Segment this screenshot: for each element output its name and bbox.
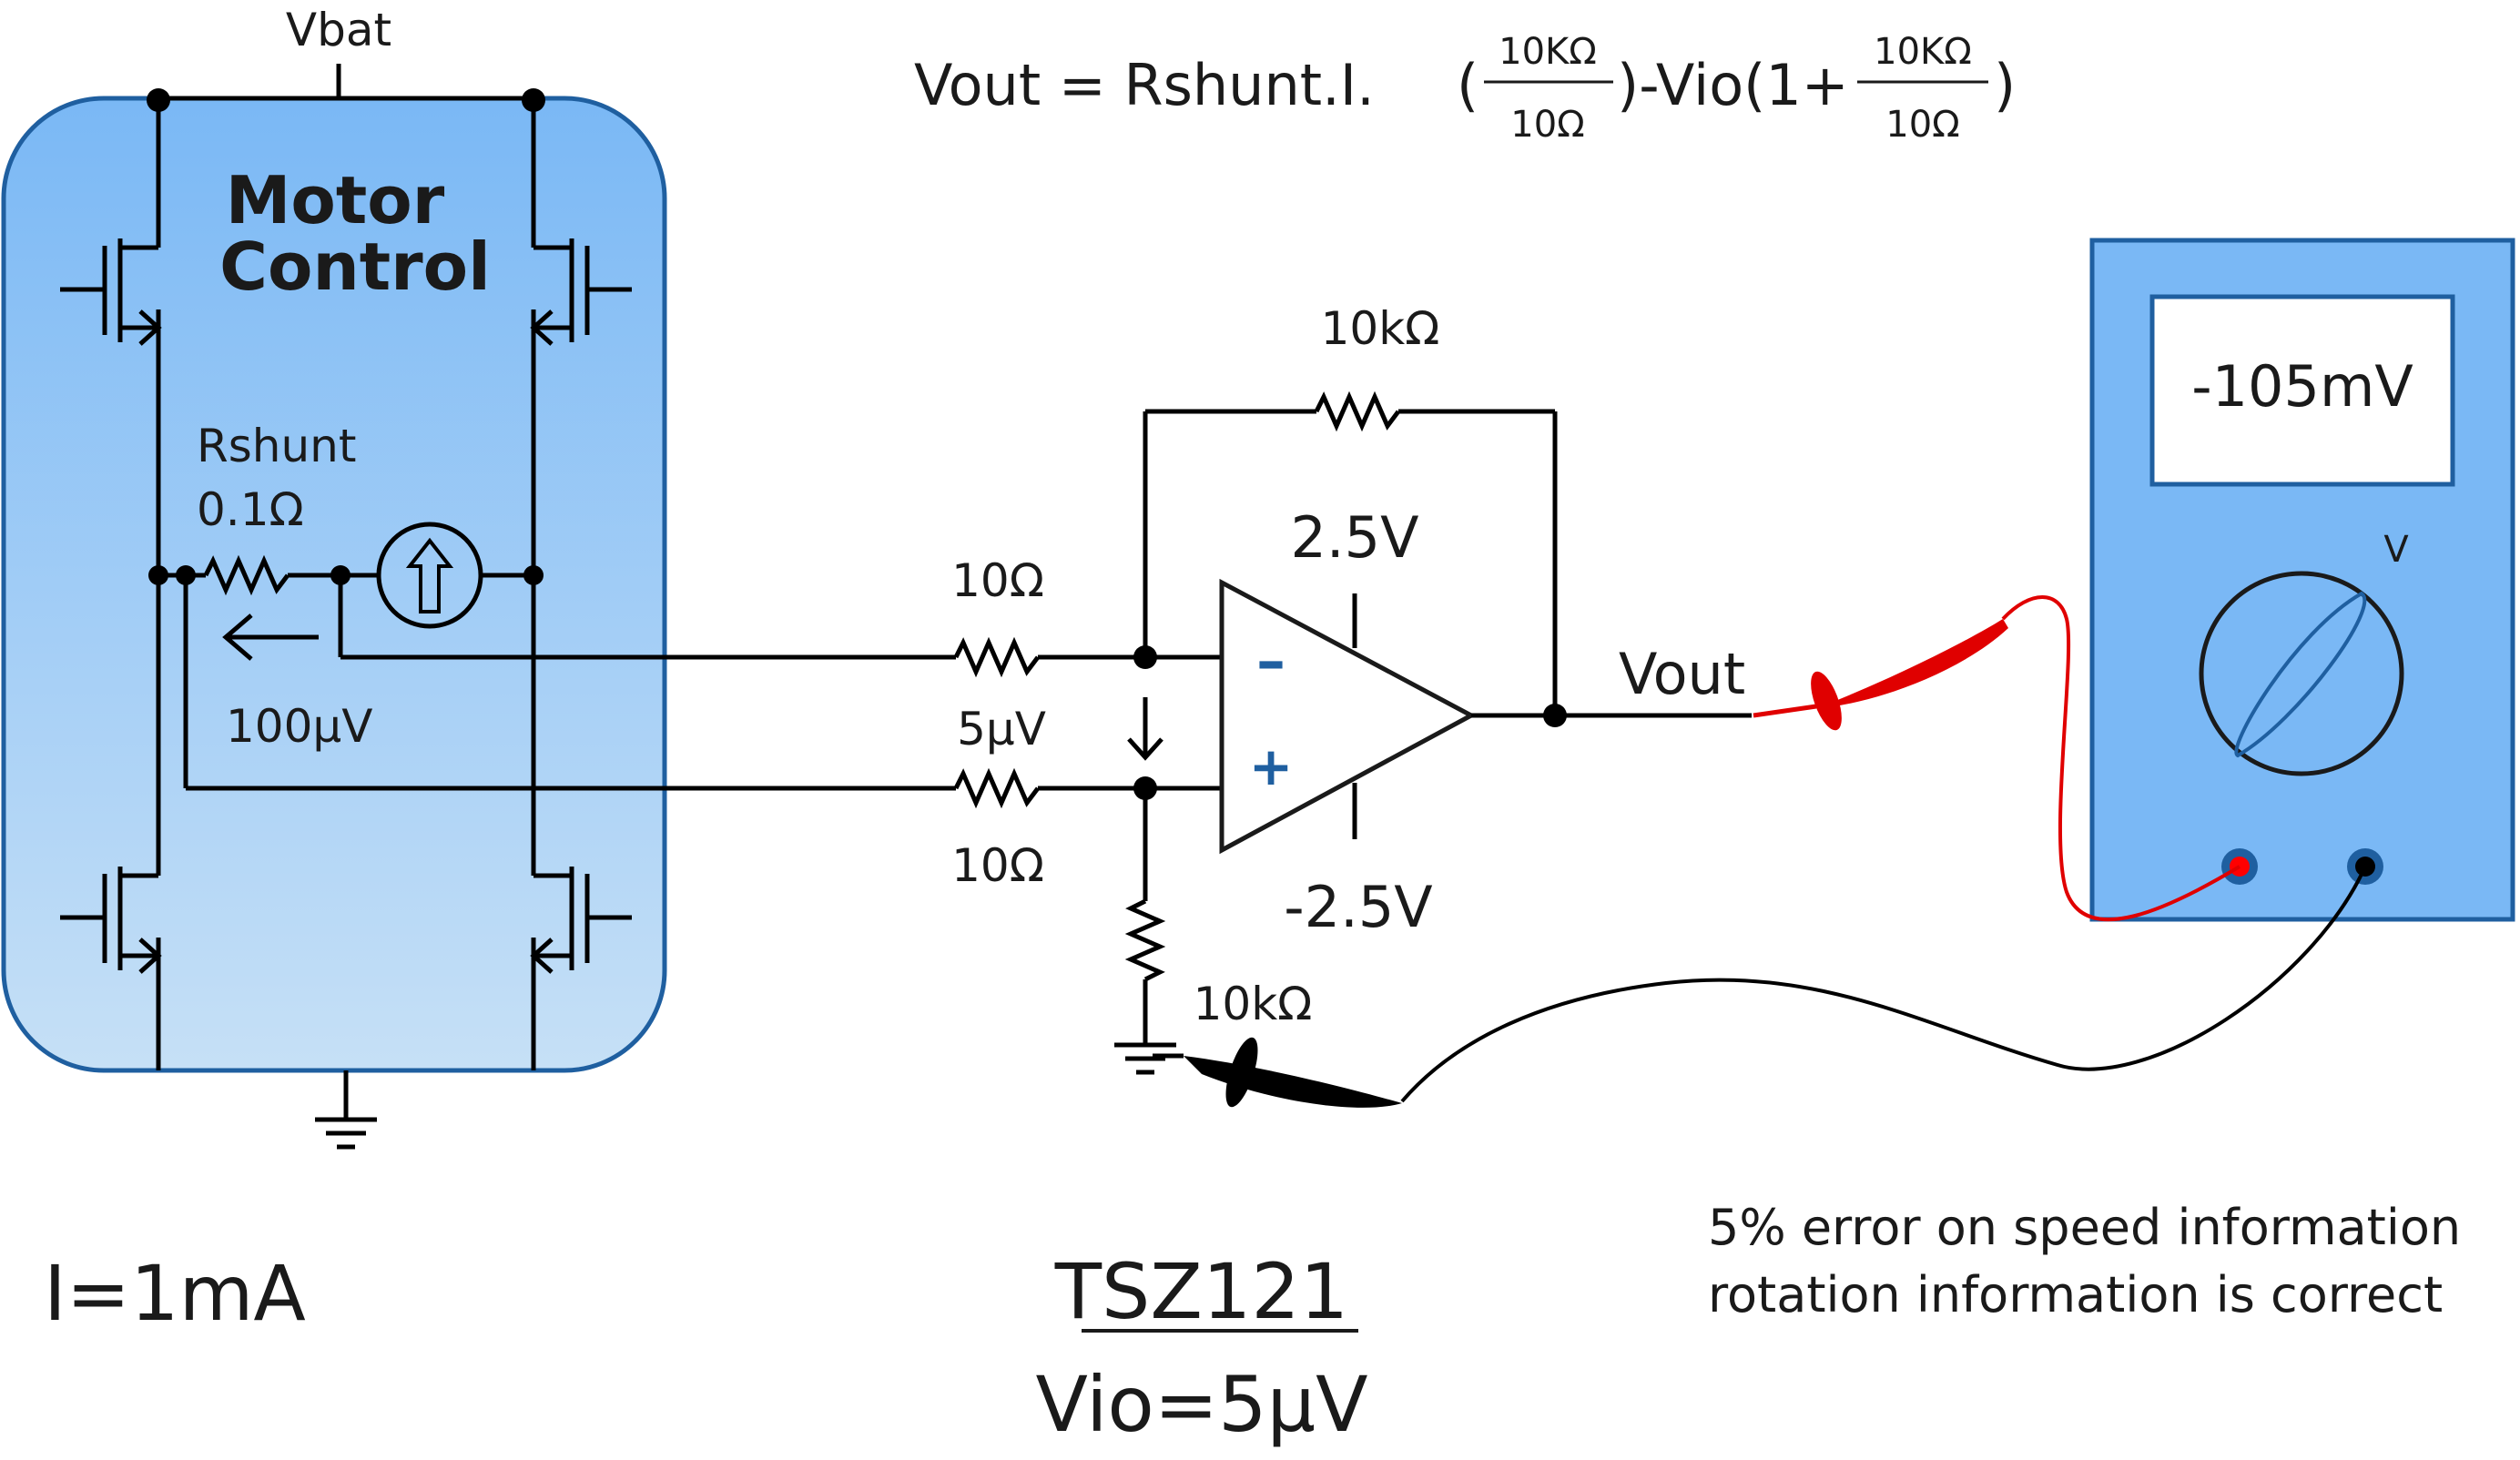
transistor-top-right-icon [530, 238, 632, 346]
note-line1: 5% error on speed information [1708, 1199, 2461, 1256]
negative-supply-label: -2.5V [1284, 874, 1432, 940]
part-number-label: TSZ121 [1054, 1247, 1349, 1336]
shunt-voltage-label: 100μV [226, 700, 372, 753]
positive-supply-label: 2.5V [1290, 504, 1418, 571]
sense-wires [183, 575, 956, 791]
formula-middle: )-Vio(1+ [1617, 52, 1849, 118]
multimeter-display [2149, 294, 2455, 487]
transistor-bottom-right-icon [530, 867, 632, 974]
voltage-drop-arrow-icon [222, 613, 319, 661]
formula-close-paren: ) [1994, 52, 2016, 118]
selector-dial-icon[interactable] [2199, 571, 2404, 776]
vio-label: Vio=5μV [1035, 1360, 1367, 1449]
multimeter-reading: -105mV [2191, 353, 2413, 420]
offset-voltage-label: 5μV [957, 703, 1046, 755]
transistor-top-left-icon [60, 238, 162, 346]
node-output [1543, 704, 1567, 727]
op-amp-minus-sign: – [1256, 628, 1285, 695]
feedback-resistor-label: 10kΩ [1321, 302, 1440, 355]
offset-arrow-icon [1127, 697, 1163, 761]
vbat-label: Vbat [286, 4, 391, 56]
red-probe-cable [2001, 595, 2241, 922]
node-rshunt-right [523, 565, 544, 585]
node-rshunt-left [148, 565, 168, 585]
op-amp-plus-sign: + [1249, 735, 1294, 797]
feedback-network [1143, 390, 1558, 714]
black-probe-icon[interactable] [1153, 1034, 1402, 1110]
input-resistor-bottom-label: 10Ω [951, 839, 1044, 892]
formula-frac1-num: 10KΩ [1499, 31, 1597, 73]
input-resistor-inverting [953, 636, 1220, 678]
motor-control-title-line2: Control [219, 228, 491, 305]
ground-resistor [1114, 788, 1176, 1075]
formula-open-paren: ( [1457, 52, 1478, 118]
ground-resistor-label: 10kΩ [1194, 978, 1313, 1030]
vout-label: Vout [1619, 641, 1745, 707]
formula-frac2-num: 10KΩ [1874, 31, 1972, 73]
op-amp-symbol [1219, 578, 1477, 855]
formula: Vout = Rshunt.I. ( 10KΩ 10Ω )-Vio(1+ 10K… [914, 31, 2016, 146]
transistor-bottom-left-icon [60, 867, 162, 974]
current-source-icon [376, 522, 483, 629]
ground-icon-block [315, 1070, 377, 1150]
note-line2: rotation information is correct [1708, 1266, 2443, 1323]
motor-control-title-line1: Motor [226, 162, 445, 238]
formula-frac2-den: 10Ω [1885, 104, 1959, 146]
rshunt-label: Rshunt [197, 420, 356, 472]
red-probe-icon[interactable] [1753, 619, 2008, 734]
input-resistor-top-label: 10Ω [951, 554, 1044, 607]
rshunt-value: 0.1Ω [197, 483, 304, 536]
formula-main: Vout = Rshunt.I. [914, 52, 1375, 118]
vbat-rail [158, 64, 533, 101]
multimeter-mode-label: V [2383, 529, 2409, 571]
black-probe-cable [1400, 866, 2367, 1103]
current-label: I=1mA [44, 1249, 306, 1338]
input-resistor-noninverting [953, 767, 1220, 809]
h-bridge-wires [156, 100, 536, 1070]
formula-frac1-den: 10Ω [1510, 104, 1584, 146]
